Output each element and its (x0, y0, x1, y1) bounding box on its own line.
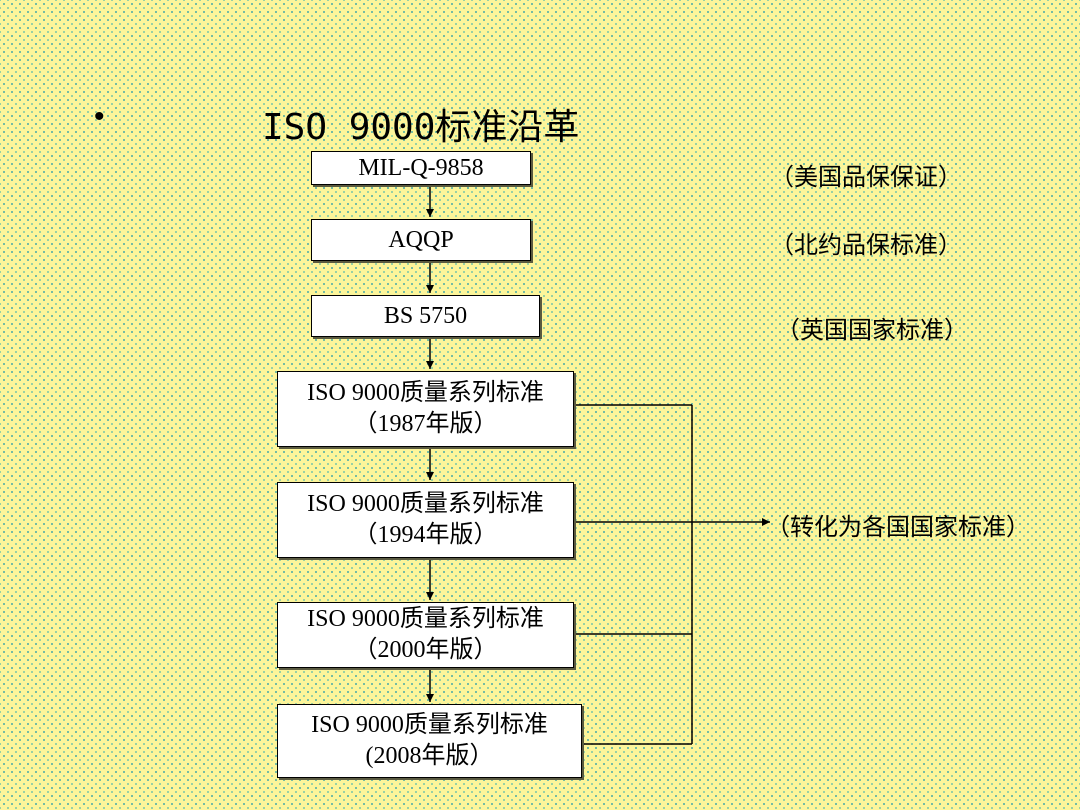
box-iso-1994: ISO 9000质量系列标准 （1994年版） (277, 482, 574, 558)
box-edition: （1994年版） (353, 522, 498, 548)
box-iso-2000: ISO 9000质量系列标准 （2000年版） (277, 602, 574, 668)
box-label: ISO 9000质量系列标准 (307, 491, 544, 517)
box-label: ISO 9000质量系列标准 (307, 606, 544, 632)
box-bs-5750: BS 5750 (311, 295, 540, 337)
note-converted-national-standards: （转化为各国国家标准） (766, 515, 1030, 541)
box-edition: (2008年版） (365, 743, 494, 769)
note-nato-quality-standard: （北约品保标准） (770, 233, 962, 259)
slide-title: ISO 9000标准沿革 (262, 107, 580, 148)
box-edition: （1987年版） (353, 411, 498, 437)
box-label: MIL-Q-9858 (358, 154, 484, 181)
box-label: AQQP (388, 226, 454, 253)
note-british-national-standard: （英国国家标准） (776, 318, 968, 344)
box-label: BS 5750 (383, 302, 468, 329)
box-iso-1987: ISO 9000质量系列标准 （1987年版） (277, 371, 574, 447)
box-mil-q-9858: MIL-Q-9858 (311, 151, 531, 185)
box-iso-2008: ISO 9000质量系列标准 (2008年版） (277, 704, 582, 778)
box-label: ISO 9000质量系列标准 (311, 712, 548, 738)
bullet-point: • (94, 100, 105, 133)
box-label: ISO 9000质量系列标准 (307, 380, 544, 406)
box-edition: （2000年版） (353, 637, 498, 663)
box-aqqp: AQQP (311, 219, 531, 261)
note-us-quality-assurance: （美国品保保证） (770, 165, 962, 191)
